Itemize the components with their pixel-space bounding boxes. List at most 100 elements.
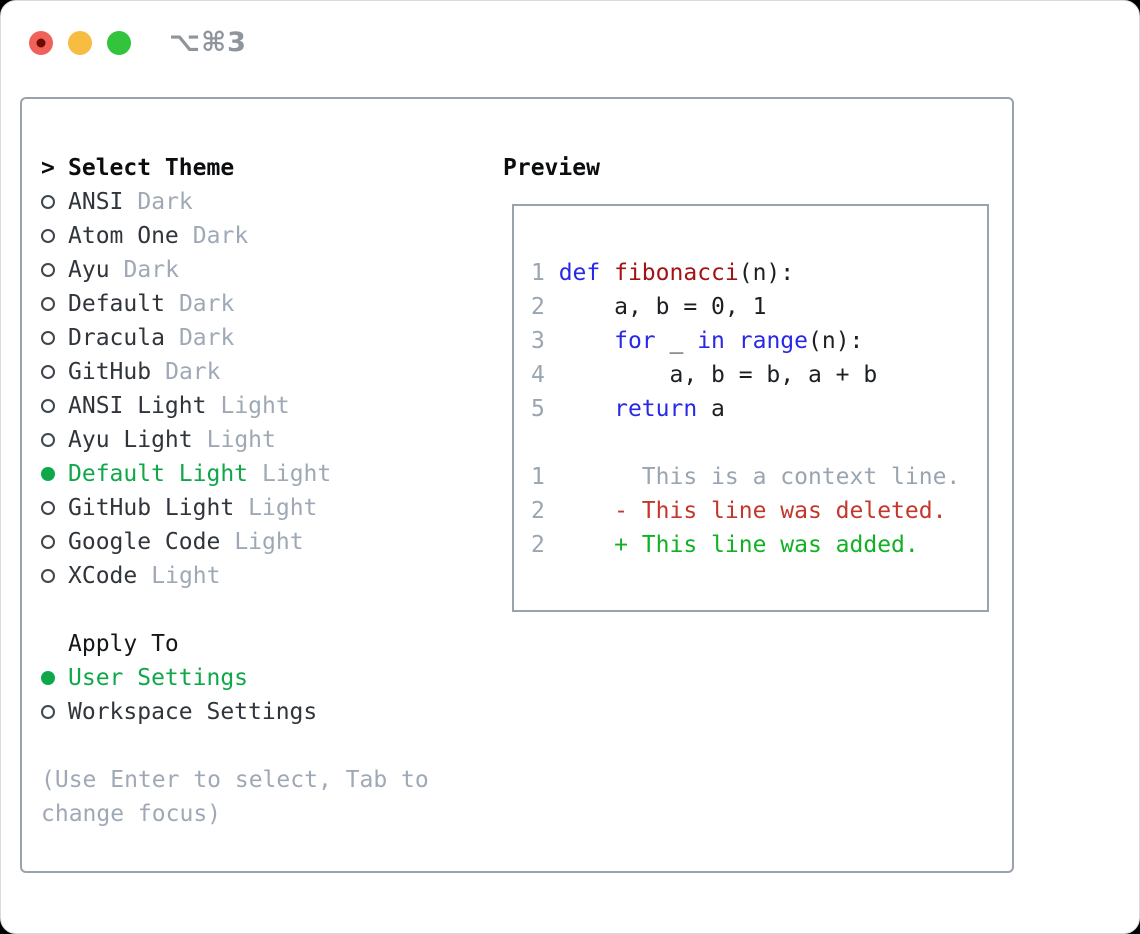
radio-icon [41,501,55,515]
theme-option-name: XCode [68,563,138,589]
theme-option[interactable]: Ayu Light Light [41,423,445,457]
theme-option-variant-badge: Light [206,427,276,453]
theme-option-variant-badge: Light [220,393,290,419]
theme-option-variant-badge: Light [248,495,318,521]
code-segment-added: + This line was added. [558,532,919,558]
radio-icon [41,569,55,583]
theme-option-variant-badge: Light [151,563,221,589]
code-segment-plain: a, b = 0, 1 [558,294,767,320]
radio-icon [41,467,55,481]
radio-icon [41,535,55,549]
code-segment-keyword: def [558,260,601,286]
theme-option-name: Default Light [68,461,249,487]
radio-icon [41,705,55,719]
zoom-button-icon[interactable] [107,30,131,55]
theme-option[interactable]: XCode Light [41,559,445,593]
theme-option[interactable]: Default Dark [41,287,445,321]
code-segment-keyword: in [697,328,725,354]
theme-option-variant-badge: Light [234,529,304,555]
spacer [41,593,445,627]
theme-option-name: Ayu [68,257,110,283]
theme-option[interactable]: GitHub Dark [41,355,445,389]
line-number: 4 [531,362,559,388]
theme-option-variant-badge: Dark [137,189,193,215]
theme-option[interactable]: GitHub Light Light [41,491,445,525]
line-number: 1 [531,260,559,286]
radio-icon [41,365,55,379]
select-theme-heading-label: Select Theme [68,155,235,181]
line-number: 2 [531,294,559,320]
preview-code-line: 5 return a [531,392,987,426]
code-segment-plain [725,328,739,354]
preview-code-line: 3 for _ in range(n): [531,324,987,358]
radio-icon [41,331,55,345]
preview-code-line: 2 a, b = 0, 1 [531,290,987,324]
code-segment-plain: (n): [738,260,795,286]
preview-code-line: 2 - This line was deleted. [531,494,987,528]
window-title: ⌥⌘3 [169,27,247,58]
apply-to-heading-label: Apply To [68,631,179,657]
code-segment-plain: _ [655,328,698,354]
line-number: 5 [531,396,559,422]
code-segment-plain [559,328,614,354]
preview-code-line: 1 def fibonacci(n): [531,256,987,290]
theme-picker-panel: > Select Theme ANSI Dark Atom One Dark [20,97,1014,873]
spacer [41,729,445,763]
line-number: 3 [531,328,559,354]
line-number: 1 [531,464,559,490]
theme-option[interactable]: Google Code Light [41,525,445,559]
theme-option-variant-badge: Light [262,461,332,487]
theme-option[interactable]: Ayu Dark [41,253,445,287]
radio-icon [41,263,55,277]
theme-option-variant-badge: Dark [178,291,235,317]
help-text: (Use Enter to select, Tab to change focu… [41,767,429,827]
line-number: 2 [531,532,559,558]
theme-option[interactable]: Default Light Light [41,457,445,491]
apply-to-option-name: Workspace Settings [68,699,318,725]
minimize-button-icon[interactable] [68,30,92,55]
code-segment-plain: a, b = b, a + b [558,362,878,388]
preview-code-line: 4 a, b = b, a + b [531,358,987,392]
theme-option[interactable]: Atom One Dark [41,219,445,253]
focus-prompt-icon: > [41,155,55,181]
code-segment-keyword: return [614,396,698,422]
apply-to-option[interactable]: User Settings [41,661,445,695]
code-segment-plain: (n): [808,328,864,354]
radio-icon [41,195,55,209]
theme-option-name: Google Code [68,529,221,555]
apply-to-options-list: User Settings Workspace Settings [41,661,445,729]
theme-option[interactable]: ANSI Dark [41,185,445,219]
theme-option-variant-badge: Dark [178,325,235,351]
code-segment-plain: a [697,396,725,422]
titlebar: ⌥⌘3 [29,27,247,58]
theme-option-name: Ayu Light [68,427,193,453]
preview-code-line: 2 + This line was added. [531,528,987,562]
code-segment-deleted: - This line was deleted. [558,498,947,524]
code-segment-keyword: range [738,328,808,354]
radio-icon [41,399,55,413]
radio-icon [41,297,55,311]
theme-option[interactable]: ANSI Light Light [41,389,445,423]
theme-option-name: Default [68,291,165,317]
preview-code-line [531,426,987,460]
theme-options-list: ANSI Dark Atom One Dark Ayu Dark [41,185,445,593]
apply-to-option[interactable]: Workspace Settings [41,695,445,729]
radio-icon [41,433,55,447]
code-segment-function: fibonacci [614,260,739,286]
code-segment-plain [600,260,614,286]
apply-to-heading: Apply To [41,627,445,661]
close-button-icon[interactable] [29,30,53,55]
theme-option-name: ANSI [68,189,124,215]
preview-heading-label: Preview [503,155,600,181]
theme-option-name: GitHub [68,359,152,385]
theme-option-name: GitHub Light [68,495,235,521]
radio-icon [41,229,55,243]
code-segment-context: This is a context line. [558,464,961,490]
theme-option-name: Atom One [68,223,179,249]
theme-option-variant-badge: Dark [192,223,249,249]
theme-option[interactable]: Dracula Dark [41,321,445,355]
theme-option-name: ANSI Light [68,393,207,419]
